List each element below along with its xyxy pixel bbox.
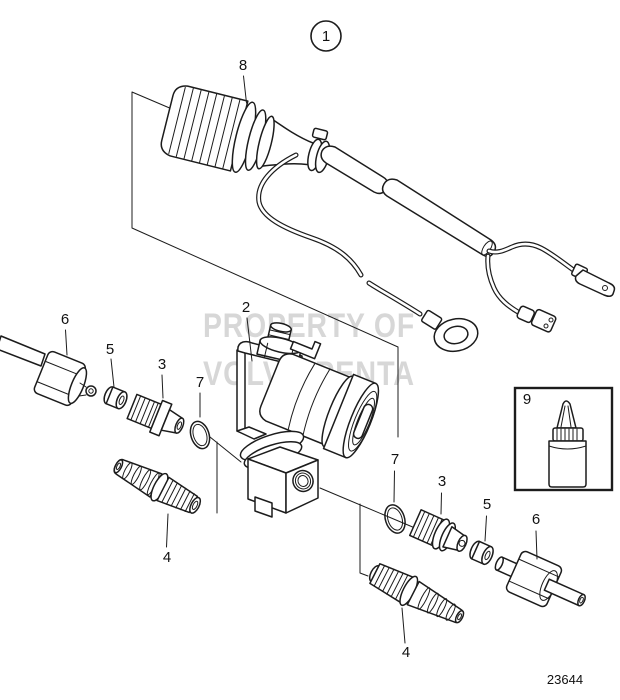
bullet-connector-drawing — [516, 305, 557, 333]
callout-7-right: 7 — [391, 451, 399, 468]
drawing-number: 23644 — [547, 672, 583, 687]
callout-1: 1 — [322, 28, 330, 45]
callout-7-left: 7 — [196, 374, 204, 391]
hose-nipple-right-drawing — [368, 563, 465, 624]
sealing-ring-left-drawing — [189, 420, 211, 450]
screw-slot — [352, 403, 374, 440]
nipple-left-drawing — [126, 393, 185, 437]
callout-leaders — [65, 75, 538, 644]
sealant-bottle-drawing — [548, 400, 587, 488]
left-fitting-chain — [0, 335, 211, 450]
sleeve-left-drawing — [103, 386, 128, 410]
watermark-line1: PROPERTY OF — [203, 307, 415, 345]
callout-8: 8 — [239, 57, 247, 74]
blade-terminal-drawing — [571, 263, 616, 298]
solenoid-coil-drawing — [259, 340, 380, 459]
callout-5-right: 5 — [483, 496, 491, 513]
callout-4-right: 4 — [402, 644, 410, 661]
callout-5-left: 5 — [106, 341, 114, 358]
callout-3-left: 3 — [158, 356, 166, 373]
ring-terminal-drawing — [421, 309, 479, 353]
valve-port-drawing — [292, 469, 314, 493]
hose-nipple-left-drawing — [113, 458, 202, 514]
callout-4-left: 4 — [163, 549, 171, 566]
callout-6-left: 6 — [61, 311, 69, 328]
right-fitting-chain — [384, 504, 586, 608]
sleeve-right-drawing — [469, 540, 494, 566]
union-nut-left-drawing — [33, 350, 88, 407]
callout-6-right: 6 — [532, 511, 540, 528]
sealant-box: 9 — [513, 386, 614, 492]
union-nut-right-drawing — [494, 550, 586, 608]
callout-9: 9 — [523, 391, 531, 408]
group-frame-bracket — [131, 91, 399, 438]
callout-3-right: 3 — [438, 473, 446, 490]
reference-circle: 1 — [310, 20, 342, 52]
connector-cap-drawing — [160, 85, 331, 174]
nipple-right-drawing — [408, 509, 468, 553]
hose-clamp-screw — [311, 127, 329, 141]
valve-drawing — [236, 322, 380, 518]
callout-2: 2 — [242, 299, 250, 316]
assembly-axis-lines — [209, 436, 416, 577]
cable-harness-drawing — [160, 85, 616, 353]
callout-numbers: 8 2 6 5 3 7 4 7 3 5 6 4 — [61, 57, 540, 661]
sealing-ring-right-drawing — [384, 504, 406, 534]
